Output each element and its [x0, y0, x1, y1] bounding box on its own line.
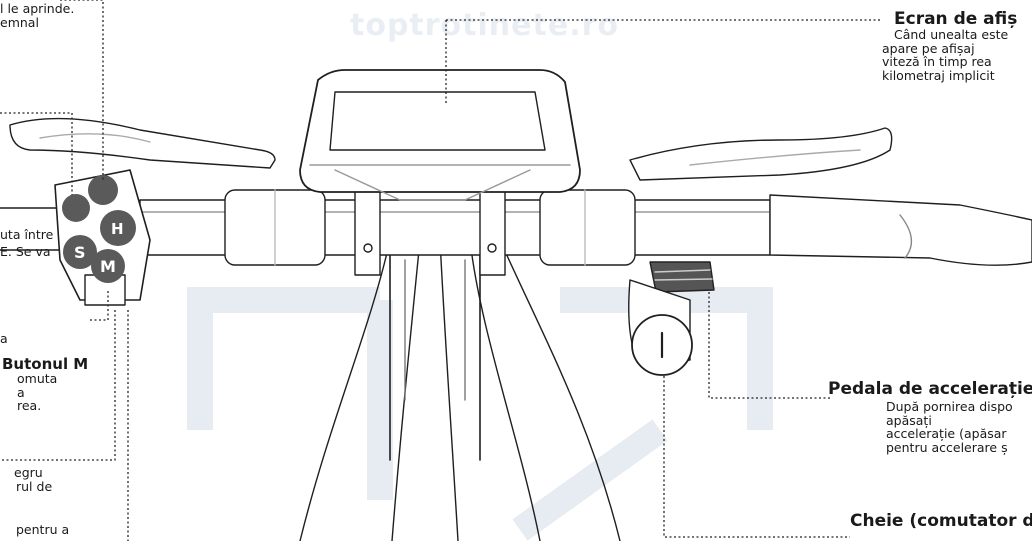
annotation-throttle: Pedala de accelerație După pornirea disp…	[828, 380, 1032, 454]
annotation-line: emnal	[0, 14, 39, 30]
annotation-line: E. Se va	[0, 243, 51, 259]
h-button	[100, 210, 136, 246]
annotation-line: uta între	[0, 227, 54, 242]
annotation-left-mid: uta între E. Se va	[0, 228, 53, 258]
clamp-right	[539, 189, 636, 266]
control-buttons: S M H	[62, 175, 136, 283]
annotation-line: l le aprinde.	[0, 1, 75, 16]
cable	[391, 239, 421, 541]
right-grip	[769, 194, 1032, 266]
m-button	[91, 249, 125, 283]
annotation-title: Cheie (comutator d	[850, 511, 1032, 531]
annotation-title: Ecran de afiș	[894, 9, 1018, 29]
throttle-lever	[649, 261, 715, 293]
annotation-line: apăsați	[886, 412, 932, 428]
light-button	[88, 175, 118, 205]
annotation-line: accelerație (apăsar	[886, 426, 1007, 442]
cable	[299, 239, 391, 541]
annotation-line: kilometraj implicit	[882, 67, 995, 83]
mount-right	[479, 184, 506, 276]
annotation-line: a	[17, 384, 25, 400]
watermark: toptrotinete.ro	[350, 8, 619, 43]
horn-button	[62, 194, 90, 222]
annotation-title: Butonul M	[2, 355, 89, 373]
annotation-left-top: l le aprinde. emnal	[0, 2, 74, 29]
h-button-label: H	[111, 220, 124, 238]
left-brake-lever	[9, 117, 276, 169]
annotation-line: apare pe afișaj	[882, 40, 975, 56]
s-button-label: S	[74, 243, 86, 262]
m-button-label: M	[100, 257, 116, 276]
s-button	[63, 235, 97, 269]
annotation-title: Pedala de accelerație	[828, 379, 1032, 399]
leader-line-display	[445, 19, 880, 105]
leader-line-mid	[90, 290, 109, 321]
right-brake-lever	[629, 127, 893, 181]
mount-left	[354, 184, 381, 276]
leader-line-m	[0, 310, 116, 461]
annotation-line: egru	[14, 465, 43, 480]
annotation-m-button: Butonul M omuta a rea.	[0, 356, 88, 413]
annotation-key: Cheie (comutator d	[850, 511, 1032, 531]
annotation-line: După pornirea dispo	[886, 399, 1013, 415]
annotation-line: a	[0, 331, 8, 346]
stem	[389, 249, 481, 461]
annotation-line: Când unealta este	[894, 27, 1009, 43]
annotation-line: viteză în timp rea	[882, 54, 992, 70]
annotation-left-bottom: pentru a	[16, 523, 69, 537]
background-logo-shape	[187, 287, 773, 541]
cable	[439, 239, 459, 541]
annotation-line: pentru a	[16, 522, 70, 537]
annotation-display: Ecran de afiș Când unealta este apare pe…	[882, 10, 1017, 82]
annotation-line: pentru accelerare ș	[886, 439, 1008, 455]
cable	[469, 239, 541, 541]
annotation-left-mid2: a	[0, 332, 8, 346]
annotation-line: rul de	[16, 478, 53, 494]
leader-line-horn	[0, 112, 73, 195]
display-screen	[329, 91, 546, 151]
annotation-left-low: egru rul de	[14, 466, 52, 493]
stem-inner	[404, 259, 466, 401]
leader-line-key	[663, 376, 850, 538]
leader-line-light	[60, 0, 104, 180]
annotation-line: rea.	[17, 398, 42, 414]
cable	[499, 239, 621, 541]
annotation-line: omuta	[17, 371, 58, 387]
